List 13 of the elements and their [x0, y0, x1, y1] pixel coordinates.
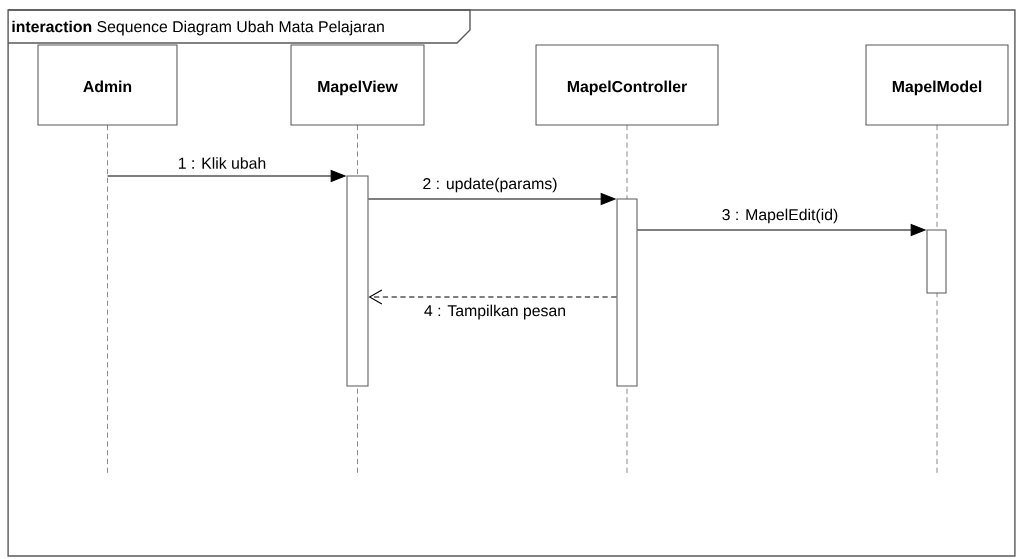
- activation-bar: [616, 198, 638, 387]
- message-label: 4 : Tampilkan pesan: [422, 302, 568, 322]
- lifeline-head: Admin: [37, 44, 178, 126]
- lifeline-head: MapelController: [535, 44, 719, 126]
- lifeline-head: MapelView: [290, 44, 425, 126]
- message-arrow: [368, 289, 617, 305]
- message-label: 3 : MapelEdit(id): [719, 206, 841, 226]
- message-label: 2 : update(params): [420, 175, 560, 195]
- lifeline-head: MapelModel: [865, 44, 1009, 126]
- activation-bar: [346, 175, 369, 387]
- message-label: 1 : Klik ubah: [176, 155, 268, 171]
- activation-bar: [926, 229, 947, 294]
- frame-title: interaction Sequence Diagram Ubah Mata Pelajaran: [12, 20, 384, 36]
